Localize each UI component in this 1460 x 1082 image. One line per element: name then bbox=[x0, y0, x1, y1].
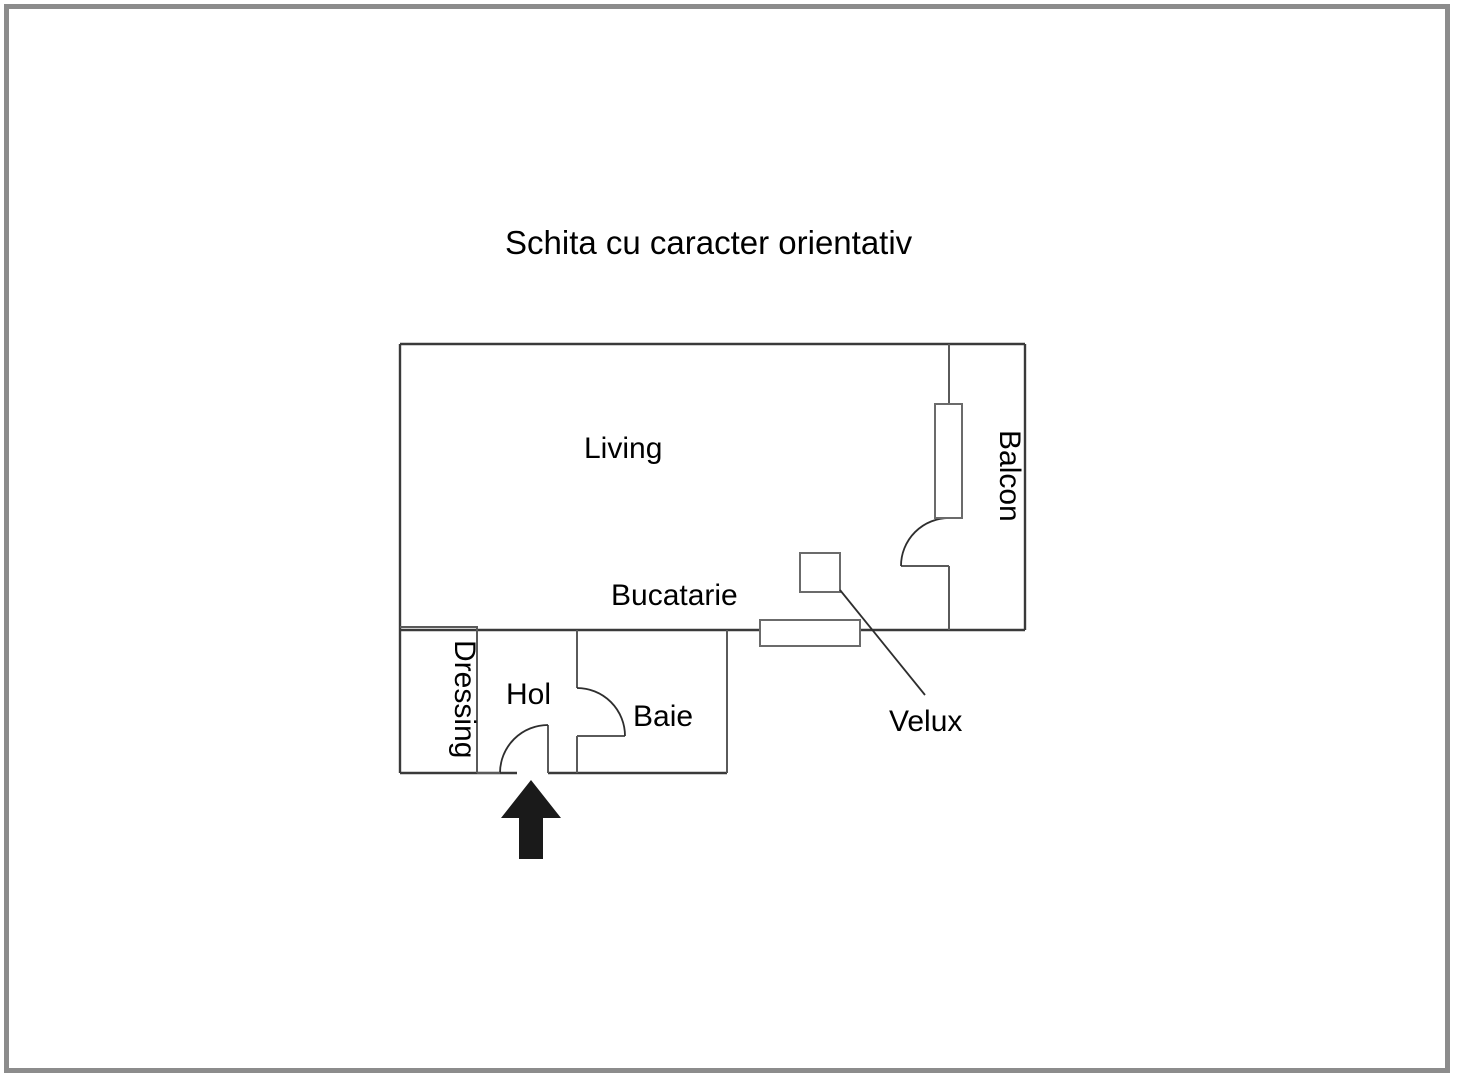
balcony-window-icon bbox=[934, 403, 963, 519]
page-frame-border bbox=[4, 4, 1450, 1073]
room-label-hol: Hol bbox=[506, 678, 551, 711]
entrance-door-arc[interactable] bbox=[499, 724, 549, 774]
room-label-balcon: Balcon bbox=[993, 430, 1026, 522]
velux-leader-line bbox=[839, 589, 926, 696]
bathroom-door-arc[interactable] bbox=[576, 687, 626, 737]
annotation-label-velux: Velux bbox=[889, 705, 962, 738]
room-label-living: Living bbox=[584, 432, 662, 465]
velux-skylight-icon bbox=[799, 552, 841, 593]
room-label-baie: Baie bbox=[633, 700, 693, 733]
kitchen-window-icon bbox=[759, 619, 861, 647]
room-label-dressing: Dressing bbox=[448, 640, 481, 758]
balcony-door-arc[interactable] bbox=[900, 517, 950, 567]
room-label-bucatarie: Bucatarie bbox=[611, 579, 738, 612]
entrance-arrow-icon bbox=[501, 780, 561, 859]
wall-dressing-box bbox=[400, 626, 478, 773]
page-title: Schita cu caracter orientativ bbox=[505, 224, 913, 261]
